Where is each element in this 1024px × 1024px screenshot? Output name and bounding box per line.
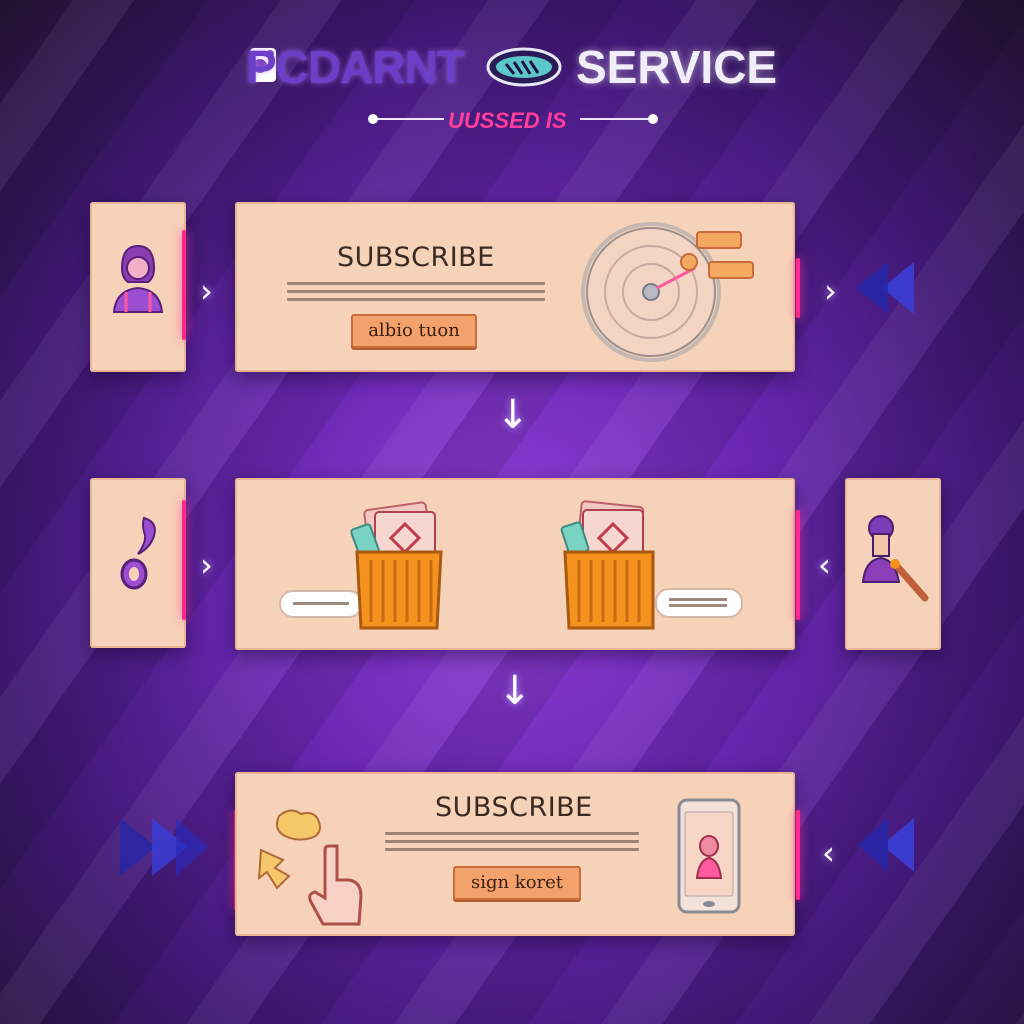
rewind-icon — [858, 818, 914, 872]
cash-wallet-icon — [350, 501, 443, 630]
step2-payment-card — [235, 478, 795, 650]
edge-glow — [182, 500, 186, 620]
microphone-user-icon — [861, 515, 929, 602]
edge-glow — [182, 230, 186, 340]
subscribe-button[interactable]: albio tuon — [351, 314, 477, 348]
subscribe-heading: SUBSCRIBE — [435, 792, 593, 823]
service-title: SERVICE — [576, 41, 778, 93]
hand-pointer-icon — [257, 809, 363, 926]
edge-glow — [796, 810, 800, 900]
right-chevron-icon: › — [200, 546, 213, 584]
cash-wallet-icon — [560, 500, 655, 630]
label-pill — [655, 588, 743, 618]
subtitle: UUSSED IS — [448, 108, 567, 133]
body-text-line — [287, 290, 545, 293]
location-pin-icon — [120, 516, 156, 590]
brand-title: PCDARNT — [246, 41, 465, 93]
right-chevron-icon: › — [824, 272, 837, 310]
target-icon — [581, 222, 754, 362]
body-text-line — [287, 282, 545, 285]
edge-glow — [796, 258, 800, 318]
left-chevron-icon: ‹ — [818, 546, 831, 584]
rewind-icon — [120, 818, 208, 876]
step3-subscribe-card: SUBSCRIBE sign koret — [235, 772, 795, 936]
right-chevron-icon: › — [200, 272, 213, 310]
step2-right-card — [845, 478, 941, 650]
step2-left-card — [90, 478, 186, 648]
logo-puzzle-icon — [250, 48, 276, 82]
smartphone-icon — [677, 798, 741, 914]
step1-subscribe-card: SUBSCRIBE albio tuon — [235, 202, 795, 372]
body-text-line — [385, 848, 639, 851]
person-icon — [112, 244, 164, 313]
down-arrow-icon: ↓ — [496, 392, 530, 438]
rewind-icon — [856, 262, 914, 314]
divider-dot — [648, 114, 658, 124]
body-text-line — [385, 832, 639, 835]
divider-right — [580, 118, 652, 120]
sign-up-button[interactable]: sign koret — [453, 866, 581, 900]
divider-dot — [368, 114, 378, 124]
divider-left — [372, 118, 444, 120]
label-pill — [279, 590, 363, 618]
step1-side-card — [90, 202, 186, 372]
edge-glow — [796, 510, 800, 620]
body-text-line — [287, 298, 545, 301]
left-chevron-icon: ‹ — [822, 834, 835, 872]
subscribe-heading: SUBSCRIBE — [337, 242, 495, 273]
down-arrow-icon: ↓ — [498, 668, 532, 714]
pill-logo-icon — [486, 47, 562, 87]
body-text-line — [385, 840, 639, 843]
